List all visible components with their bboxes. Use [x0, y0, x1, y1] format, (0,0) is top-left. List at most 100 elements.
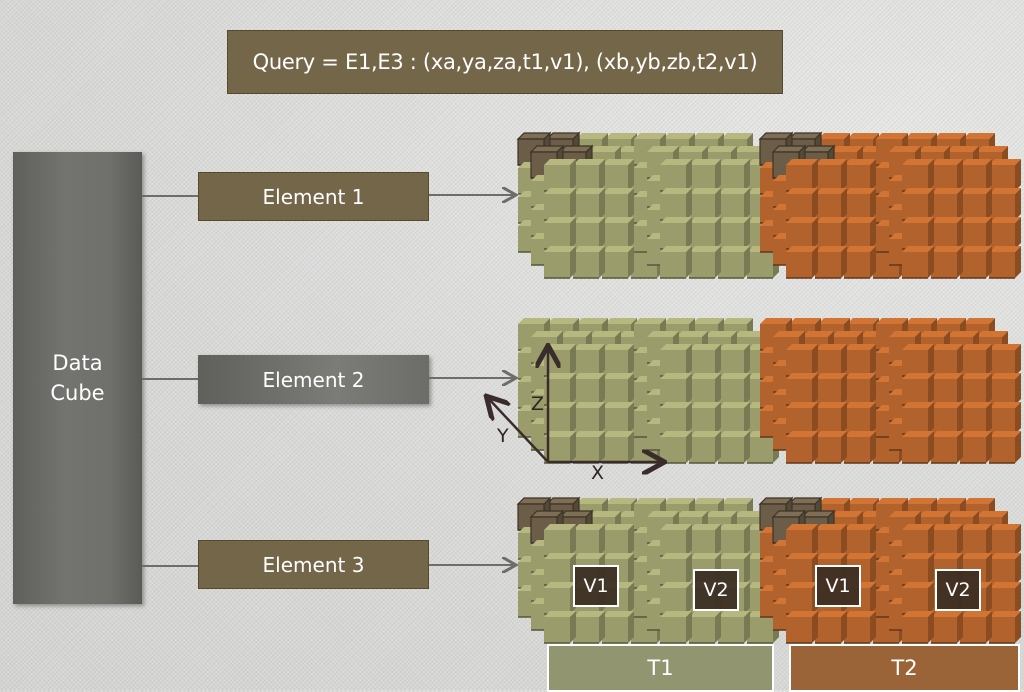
cube-e3-b1-d0-r3-c2 — [602, 611, 634, 644]
variable-label-t1-v2: V2 — [693, 569, 739, 611]
cube-e2-b3-d0-r1-c2 — [844, 373, 876, 406]
cube-e1-b2-d0-r3-c1 — [689, 246, 721, 279]
cube-e3-b4-d0-r0-c1 — [931, 524, 963, 557]
cube-e3-b4-d0-r3-c2 — [960, 611, 992, 644]
cube-e1-b4-d0-r2-c0 — [902, 217, 934, 250]
cube-e2-b3-d0-r1-c1 — [815, 373, 847, 406]
cube-e2-b3-d0-r2-c0 — [786, 402, 818, 435]
cube-e2-b1-d0-r1-c1 — [573, 373, 605, 406]
cube-e2-b4-d0-r1-c3 — [989, 373, 1021, 406]
cube-e3-b2-d0-r1-c0 — [660, 553, 692, 586]
cube-e3-b3-d0-r3-c1 — [815, 611, 847, 644]
cube-e3-b4-d0-r3-c0 — [902, 611, 934, 644]
cube-e3-b4-d0-r0-c0 — [902, 524, 934, 557]
cube-e3-b1-d0-r3-c1 — [573, 611, 605, 644]
variable-label-t2-v2: V2 — [935, 569, 981, 611]
cube-e3-b2-d0-r3-c1 — [689, 611, 721, 644]
cube-e2-b4-d0-r1-c0 — [902, 373, 934, 406]
cube-e3-b2-d0-r3-c0 — [660, 611, 692, 644]
cube-e2-b4-d0-r3-c1 — [931, 431, 963, 464]
cube-e3-b4-d0-r3-c1 — [931, 611, 963, 644]
cube-e1-b1-d0-r1-c0 — [544, 188, 576, 221]
cube-e2-b1-d0-r0-c1 — [573, 344, 605, 377]
cube-e2-b2-d0-r2-c0 — [660, 402, 692, 435]
cube-e2-b2-d0-r0-c0 — [660, 344, 692, 377]
cube-e2-b1-d0-r2-c2 — [602, 402, 634, 435]
cube-e1-b4-d0-r0-c0 — [902, 159, 934, 192]
cube-e1-b1-d0-r1-c2 — [602, 188, 634, 221]
cube-e2-b4-d0-r0-c0 — [902, 344, 934, 377]
cube-e3-b4-d0-r1-c0 — [902, 553, 934, 586]
cube-e2-b4-d0-r2-c2 — [960, 402, 992, 435]
query-text: Query = E1,E3 : (xa,ya,za,t1,v1), (xb,yb… — [252, 50, 758, 74]
cube-e2-b4-d0-r0-c1 — [931, 344, 963, 377]
cube-e1-b4-d0-r3-c1 — [931, 246, 963, 279]
cube-e2-b3-d0-r3-c2 — [844, 431, 876, 464]
cube-e3-b2-d0-r0-c2 — [718, 524, 750, 557]
cube-e1-b4-d0-r2-c3 — [989, 217, 1021, 250]
cube-e2-b2-d0-r1-c2 — [718, 373, 750, 406]
cube-e3-b1-d0-r2-c0 — [544, 582, 576, 615]
cube-e1-b4-d0-r3-c2 — [960, 246, 992, 279]
cube-e1-b2-d0-r2-c2 — [718, 217, 750, 250]
element-3-label: Element 3 — [262, 552, 365, 577]
variable-label-t2-v1: V1 — [815, 565, 861, 607]
cube-e1-b4-d0-r3-c0 — [902, 246, 934, 279]
element-2-label: Element 2 — [262, 367, 365, 392]
cube-e3-b1-d0-r0-c1 — [573, 524, 605, 557]
axis-z-label: Z — [531, 393, 545, 415]
cube-e2-b1-d0-r3-c0 — [544, 431, 576, 464]
cube-e1-b2-d0-r2-c0 — [660, 217, 692, 250]
cube-e2-b2-d0-r1-c0 — [660, 373, 692, 406]
cube-e2-b4-d0-r1-c1 — [931, 373, 963, 406]
cube-e1-b1-d0-r3-c2 — [602, 246, 634, 279]
cube-e1-b1-d0-r2-c2 — [602, 217, 634, 250]
cube-e1-b2-d0-r0-c0 — [660, 159, 692, 192]
cube-e3-b4-d0-r3-c3 — [989, 611, 1021, 644]
cube-e2-b3-d0-r3-c1 — [815, 431, 847, 464]
cube-e3-b4-d0-r1-c3 — [989, 553, 1021, 586]
axis-x-label: X — [591, 462, 605, 484]
cube-e2-b4-d0-r0-c3 — [989, 344, 1021, 377]
cube-e2-b4-d0-r3-c3 — [989, 431, 1021, 464]
cube-e2-b4-d0-r2-c0 — [902, 402, 934, 435]
data-cube-label-line2: Cube — [50, 381, 105, 405]
cube-e1-b2-d0-r1-c2 — [718, 188, 750, 221]
cube-e1-b4-d0-r2-c1 — [931, 217, 963, 250]
connector-datacube-element1 — [142, 195, 198, 197]
cube-e1-b2-d0-r0-c1 — [689, 159, 721, 192]
cube-e2-b3-d0-r0-c0 — [786, 344, 818, 377]
cube-e3-b2-d0-r0-c0 — [660, 524, 692, 557]
cube-e1-b4-d0-r1-c0 — [902, 188, 934, 221]
cube-e1-b1-d0-r1-c1 — [573, 188, 605, 221]
time-block-t1-label: T1 — [647, 656, 674, 680]
cube-e1-b3-d0-r3-c2 — [844, 246, 876, 279]
cube-e2-b1-d0-r0-c2 — [602, 344, 634, 377]
query-box: Query = E1,E3 : (xa,ya,za,t1,v1), (xb,yb… — [227, 30, 783, 94]
cube-e1-b4-d0-r3-c3 — [989, 246, 1021, 279]
cube-e3-b3-d0-r2-c0 — [786, 582, 818, 615]
cube-e1-b3-d0-r1-c0 — [786, 188, 818, 221]
time-block-t2-label: T2 — [891, 656, 918, 680]
cube-e2-b4-d0-r2-c3 — [989, 402, 1021, 435]
cube-e1-b4-d0-r0-c1 — [931, 159, 963, 192]
cube-e2-b1-d0-r2-c1 — [573, 402, 605, 435]
cube-e1-b3-d0-r0-c1 — [815, 159, 847, 192]
cube-e1-b1-d0-r0-c0 — [544, 159, 576, 192]
connector-datacube-element2 — [142, 378, 198, 380]
cube-e3-b4-d0-r2-c0 — [902, 582, 934, 615]
cube-e1-b3-d0-r3-c1 — [815, 246, 847, 279]
connector-datacube-element3 — [142, 565, 198, 567]
cube-e1-b3-d0-r1-c1 — [815, 188, 847, 221]
cube-e1-b3-d0-r1-c2 — [844, 188, 876, 221]
cube-e2-b4-d0-r2-c1 — [931, 402, 963, 435]
cube-e1-b4-d0-r1-c3 — [989, 188, 1021, 221]
cube-e1-b1-d0-r2-c1 — [573, 217, 605, 250]
cube-e3-b4-d0-r0-c2 — [960, 524, 992, 557]
cube-e3-b3-d0-r3-c2 — [844, 611, 876, 644]
cube-e1-b4-d0-r2-c2 — [960, 217, 992, 250]
data-cube-label-line1: Data — [52, 351, 103, 375]
cube-e1-b3-d0-r2-c2 — [844, 217, 876, 250]
cube-e2-b2-d0-r3-c2 — [718, 431, 750, 464]
